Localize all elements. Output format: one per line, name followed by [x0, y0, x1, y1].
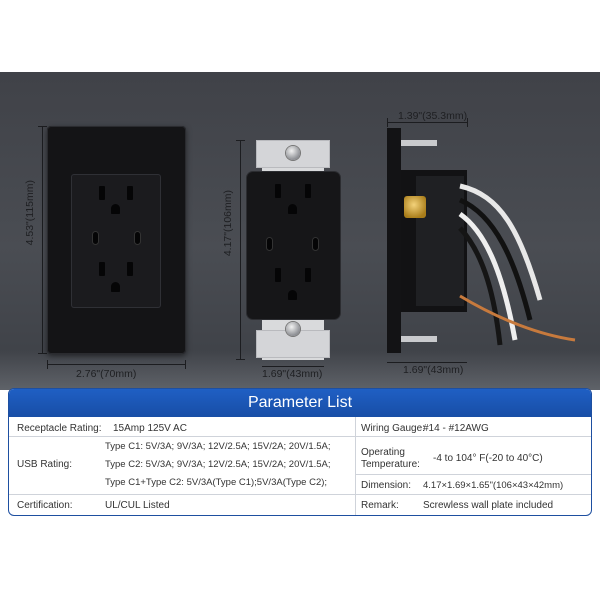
plate-width-line	[47, 364, 186, 365]
wire-white	[459, 183, 543, 301]
receptacle-rating-label: Receptacle Rating:	[17, 423, 102, 434]
side-depth-label: 1.39"(35.3mm)	[398, 110, 468, 122]
usb-c-port	[135, 232, 140, 244]
side-width-line	[387, 362, 467, 363]
row-divider	[355, 474, 591, 475]
side-wall-plate	[387, 128, 401, 353]
mounting-screw-bottom	[286, 322, 300, 336]
certification-value: UL/CUL Listed	[105, 500, 170, 511]
side-depth-tick-left	[387, 118, 388, 127]
ground-hole	[288, 290, 297, 300]
receptacle-height-line	[240, 140, 241, 360]
dimension-label: Dimension:	[361, 480, 412, 491]
side-yoke-top	[401, 140, 437, 146]
plate-receptacle-face	[71, 174, 161, 308]
receptacle-width-line	[262, 366, 324, 367]
plate-width-label: 2.76"(70mm)	[76, 368, 137, 380]
wiring-gauge-value: #14 - #12AWG	[423, 423, 489, 434]
row-divider	[9, 436, 591, 437]
dimension-value: 4.17×1.69×1.65"(106×43×42mm)	[423, 480, 564, 491]
wiring-gauge-label: Wiring Gauge:	[361, 423, 425, 434]
remark-label: Remark:	[361, 500, 399, 511]
ground-hole	[288, 204, 297, 214]
side-yoke-bottom	[401, 336, 437, 342]
usb-rating-line: Type C1: 5V/3A; 9V/3A; 12V/2.5A; 15V/2A;…	[105, 441, 331, 452]
usb-rating-line: Type C2: 5V/3A; 9V/3A; 12V/2.5A; 15V/2A;…	[105, 459, 331, 470]
outlet-slot	[275, 268, 281, 282]
plate-height-tick-top	[38, 126, 47, 127]
receptacle-height-tick-bottom	[236, 359, 245, 360]
outlet-slot	[275, 184, 281, 198]
parameter-panel: Parameter List Receptacle Rating: 15Amp …	[8, 388, 592, 516]
receptacle-rating-value: 15Amp 125V AC	[113, 423, 187, 434]
outlet-slot	[99, 262, 105, 276]
panel-title: Parameter List	[9, 389, 591, 417]
usb-c-port	[267, 238, 272, 250]
ground-hole	[111, 204, 120, 214]
operating-temp-label: Temperature:	[361, 459, 420, 470]
receptacle-width-label: 1.69"(43mm)	[262, 368, 323, 380]
operating-temp-value: -4 to 104° F(-20 to 40°C)	[433, 453, 543, 464]
operating-temp-label: Operating	[361, 447, 405, 458]
wire-black	[458, 197, 533, 321]
side-depth-tick-right	[467, 118, 468, 127]
receptacle-body	[247, 172, 340, 319]
plate-height-tick-bottom	[38, 353, 47, 354]
plate-height-line	[42, 126, 43, 354]
outlet-slot	[305, 184, 311, 198]
yoke-bottom-tab	[256, 330, 330, 358]
terminal-screw	[404, 196, 426, 218]
wall-plate	[47, 126, 186, 354]
ground-hole	[111, 282, 120, 292]
outlet-slot	[99, 186, 105, 200]
certification-label: Certification:	[17, 500, 73, 511]
usb-rating-line: Type C1+Type C2: 5V/3A(Type C1);5V/3A(Ty…	[105, 477, 328, 488]
plate-width-tick-right	[185, 360, 186, 369]
mounting-screw-top	[286, 146, 300, 160]
outlet-slot	[127, 262, 133, 276]
side-width-label: 1.69"(43mm)	[403, 364, 464, 376]
usb-rating-label: USB Rating:	[17, 459, 73, 470]
row-divider	[9, 494, 591, 495]
remark-value: Screwless wall plate included	[423, 500, 554, 511]
wire-copper	[459, 294, 576, 342]
side-depth-line	[387, 122, 467, 123]
column-divider	[355, 417, 356, 515]
usb-c-port	[93, 232, 98, 244]
wire-black	[458, 226, 503, 346]
outlet-slot	[305, 268, 311, 282]
receptacle-height-tick-top	[236, 140, 245, 141]
outlet-slot	[127, 186, 133, 200]
usb-c-port	[313, 238, 318, 250]
plate-width-tick-left	[47, 360, 48, 369]
